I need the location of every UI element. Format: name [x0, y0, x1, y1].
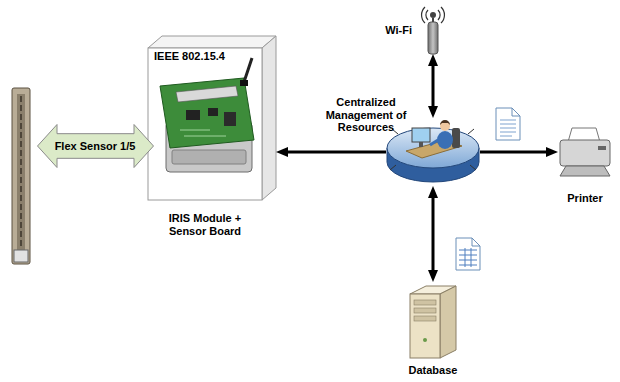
document-fold	[512, 108, 520, 116]
radio-waves	[422, 7, 445, 23]
flex-sensor-label: Flex Sensor 1/5	[55, 140, 136, 153]
battery-cover	[172, 150, 246, 164]
housing-front	[148, 48, 262, 200]
module-caption: IRIS Module + Sensor Board	[155, 212, 255, 237]
server-side	[440, 286, 456, 358]
board-traces	[180, 130, 226, 136]
sensor-strip	[12, 88, 30, 264]
power-led	[423, 338, 427, 342]
person-head	[440, 121, 450, 131]
monitor-stand	[419, 142, 423, 147]
management-hub-node: Centralized Management of Resources	[386, 118, 480, 186]
antenna-base	[240, 80, 248, 86]
wifi-label: Wi-Fi	[385, 24, 412, 37]
board-header	[176, 86, 238, 102]
database-label: Database	[384, 364, 482, 377]
spreadsheet-icon	[456, 238, 480, 270]
drive-bay	[414, 300, 436, 305]
module-housing	[148, 36, 276, 200]
printer-label: Printer	[548, 192, 620, 205]
drive-bay	[414, 316, 436, 321]
board-chip	[208, 108, 218, 116]
housing-side	[262, 36, 276, 200]
person-hair	[440, 120, 450, 125]
iris-module-box: IEEE 802.15.4IRIS Module + Sensor Board	[148, 36, 276, 200]
wifi-antenna	[422, 7, 445, 54]
document-page	[496, 108, 520, 140]
monitor	[412, 128, 430, 142]
antenna-body	[428, 22, 438, 54]
housing-top	[148, 36, 276, 48]
chair	[452, 128, 460, 148]
printer-tray	[560, 166, 610, 176]
board-chip	[224, 112, 236, 126]
hub-ticks	[390, 129, 476, 170]
flex-sensor-photo	[12, 88, 30, 264]
sensor-board	[160, 78, 254, 148]
printer-button	[598, 146, 606, 150]
iris-module-photo	[160, 58, 254, 172]
person-torso	[437, 131, 453, 149]
server-front	[410, 294, 440, 358]
printer-icon	[560, 128, 610, 176]
antenna-tip	[430, 12, 436, 18]
printer-node: Printer	[558, 126, 612, 178]
spreadsheet-grid	[459, 248, 477, 267]
flex-sensor-arrow: Flex Sensor 1/5	[37, 124, 154, 168]
sensor-core	[17, 94, 25, 250]
connector-arrow	[480, 151, 549, 154]
person-arm	[430, 140, 438, 145]
sensor-connector	[14, 250, 28, 262]
connector-arrow	[432, 63, 435, 109]
drive-bay	[414, 308, 436, 313]
printer-body	[560, 140, 610, 166]
database-server	[410, 286, 456, 358]
spreadsheet-page	[456, 238, 480, 270]
hub-top	[387, 128, 479, 168]
connector-arrow	[285, 151, 386, 154]
board-chip	[186, 110, 200, 120]
hub-label: Centralized Management of Resources	[320, 96, 412, 134]
document-icon	[496, 108, 520, 140]
document-lines	[500, 120, 516, 136]
double-arrow-outline	[37, 125, 153, 168]
radio-antenna	[244, 58, 252, 82]
connector-arrow	[432, 195, 435, 273]
database-node: Database	[404, 282, 462, 360]
sensor-trace	[20, 96, 22, 248]
management-hub	[387, 120, 479, 182]
antenna-neck	[432, 18, 434, 22]
spreadsheet-fold	[472, 238, 480, 246]
protocol-label: IEEE 802.15.4	[154, 50, 225, 63]
wifi-node: Wi-Fi	[420, 4, 446, 54]
